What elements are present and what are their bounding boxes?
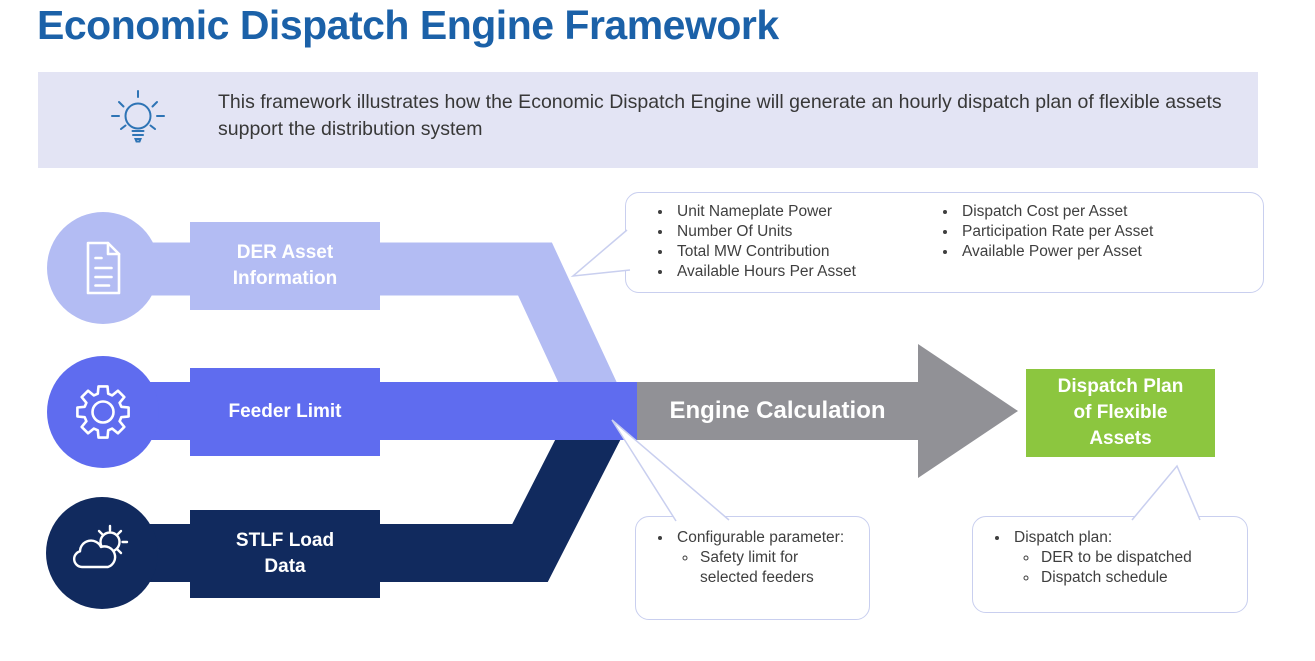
callout-item: Available Power per Asset — [958, 242, 1239, 262]
lightbulb-icon — [111, 90, 165, 143]
banner-description: This framework illustrates how the Econo… — [218, 91, 1222, 140]
callout-feeder-parameter: Configurable parameter: Safety limit for… — [635, 516, 870, 620]
page-title: Economic Dispatch Engine Framework — [37, 2, 779, 48]
callout-item: Configurable parameter: — [673, 528, 861, 548]
dispatch-plan-label: Dispatch Plan of Flexible Assets — [1057, 376, 1184, 449]
callout-item: Unit Nameplate Power — [673, 202, 934, 222]
feeder-limit-label: Feeder Limit — [228, 401, 342, 422]
engine-calculation-label: Engine Calculation — [669, 397, 886, 424]
callout-item: Participation Rate per Asset — [958, 222, 1239, 242]
wedge-dispatch-plan — [1131, 464, 1201, 521]
cloud-sun-icon — [73, 524, 129, 569]
stlf-circle — [46, 497, 158, 609]
document-icon — [86, 241, 121, 295]
der-asset-label: DER Asset Information — [232, 242, 338, 289]
wedge-asset-info — [570, 229, 631, 277]
callout-subitem: Dispatch schedule — [1039, 568, 1239, 588]
info-banner: This framework illustrates how the Econo… — [38, 72, 1258, 168]
callout-item: Dispatch plan: — [1010, 528, 1239, 548]
asset-info-column-2: Dispatch Cost per Asset Participation Ra… — [939, 202, 1239, 262]
feeder-limit-box: Feeder Limit — [190, 368, 380, 456]
callout-subitem: DER to be dispatched — [1039, 548, 1239, 568]
callout-item: Available Hours Per Asset — [673, 262, 934, 282]
feeder-circle — [47, 356, 159, 468]
callout-item: Total MW Contribution — [673, 242, 934, 262]
callout-dispatch-plan: Dispatch plan: DER to be dispatched Disp… — [972, 516, 1248, 613]
gear-icon — [76, 385, 130, 439]
stlf-load-box: STLF Load Data — [190, 510, 380, 598]
der-circle — [47, 212, 159, 324]
der-asset-box: DER Asset Information — [190, 222, 380, 310]
stlf-load-label: STLF Load Data — [235, 530, 335, 577]
callout-subitem: Safety limit for selected feeders — [698, 548, 828, 588]
callout-asset-info: Unit Nameplate Power Number Of Units Tot… — [625, 192, 1264, 293]
asset-info-column-1: Unit Nameplate Power Number Of Units Tot… — [654, 202, 934, 282]
callout-item: Number Of Units — [673, 222, 934, 242]
dispatch-plan-output-box: Dispatch Plan of Flexible Assets — [1026, 369, 1215, 457]
callout-item: Dispatch Cost per Asset — [958, 202, 1239, 222]
